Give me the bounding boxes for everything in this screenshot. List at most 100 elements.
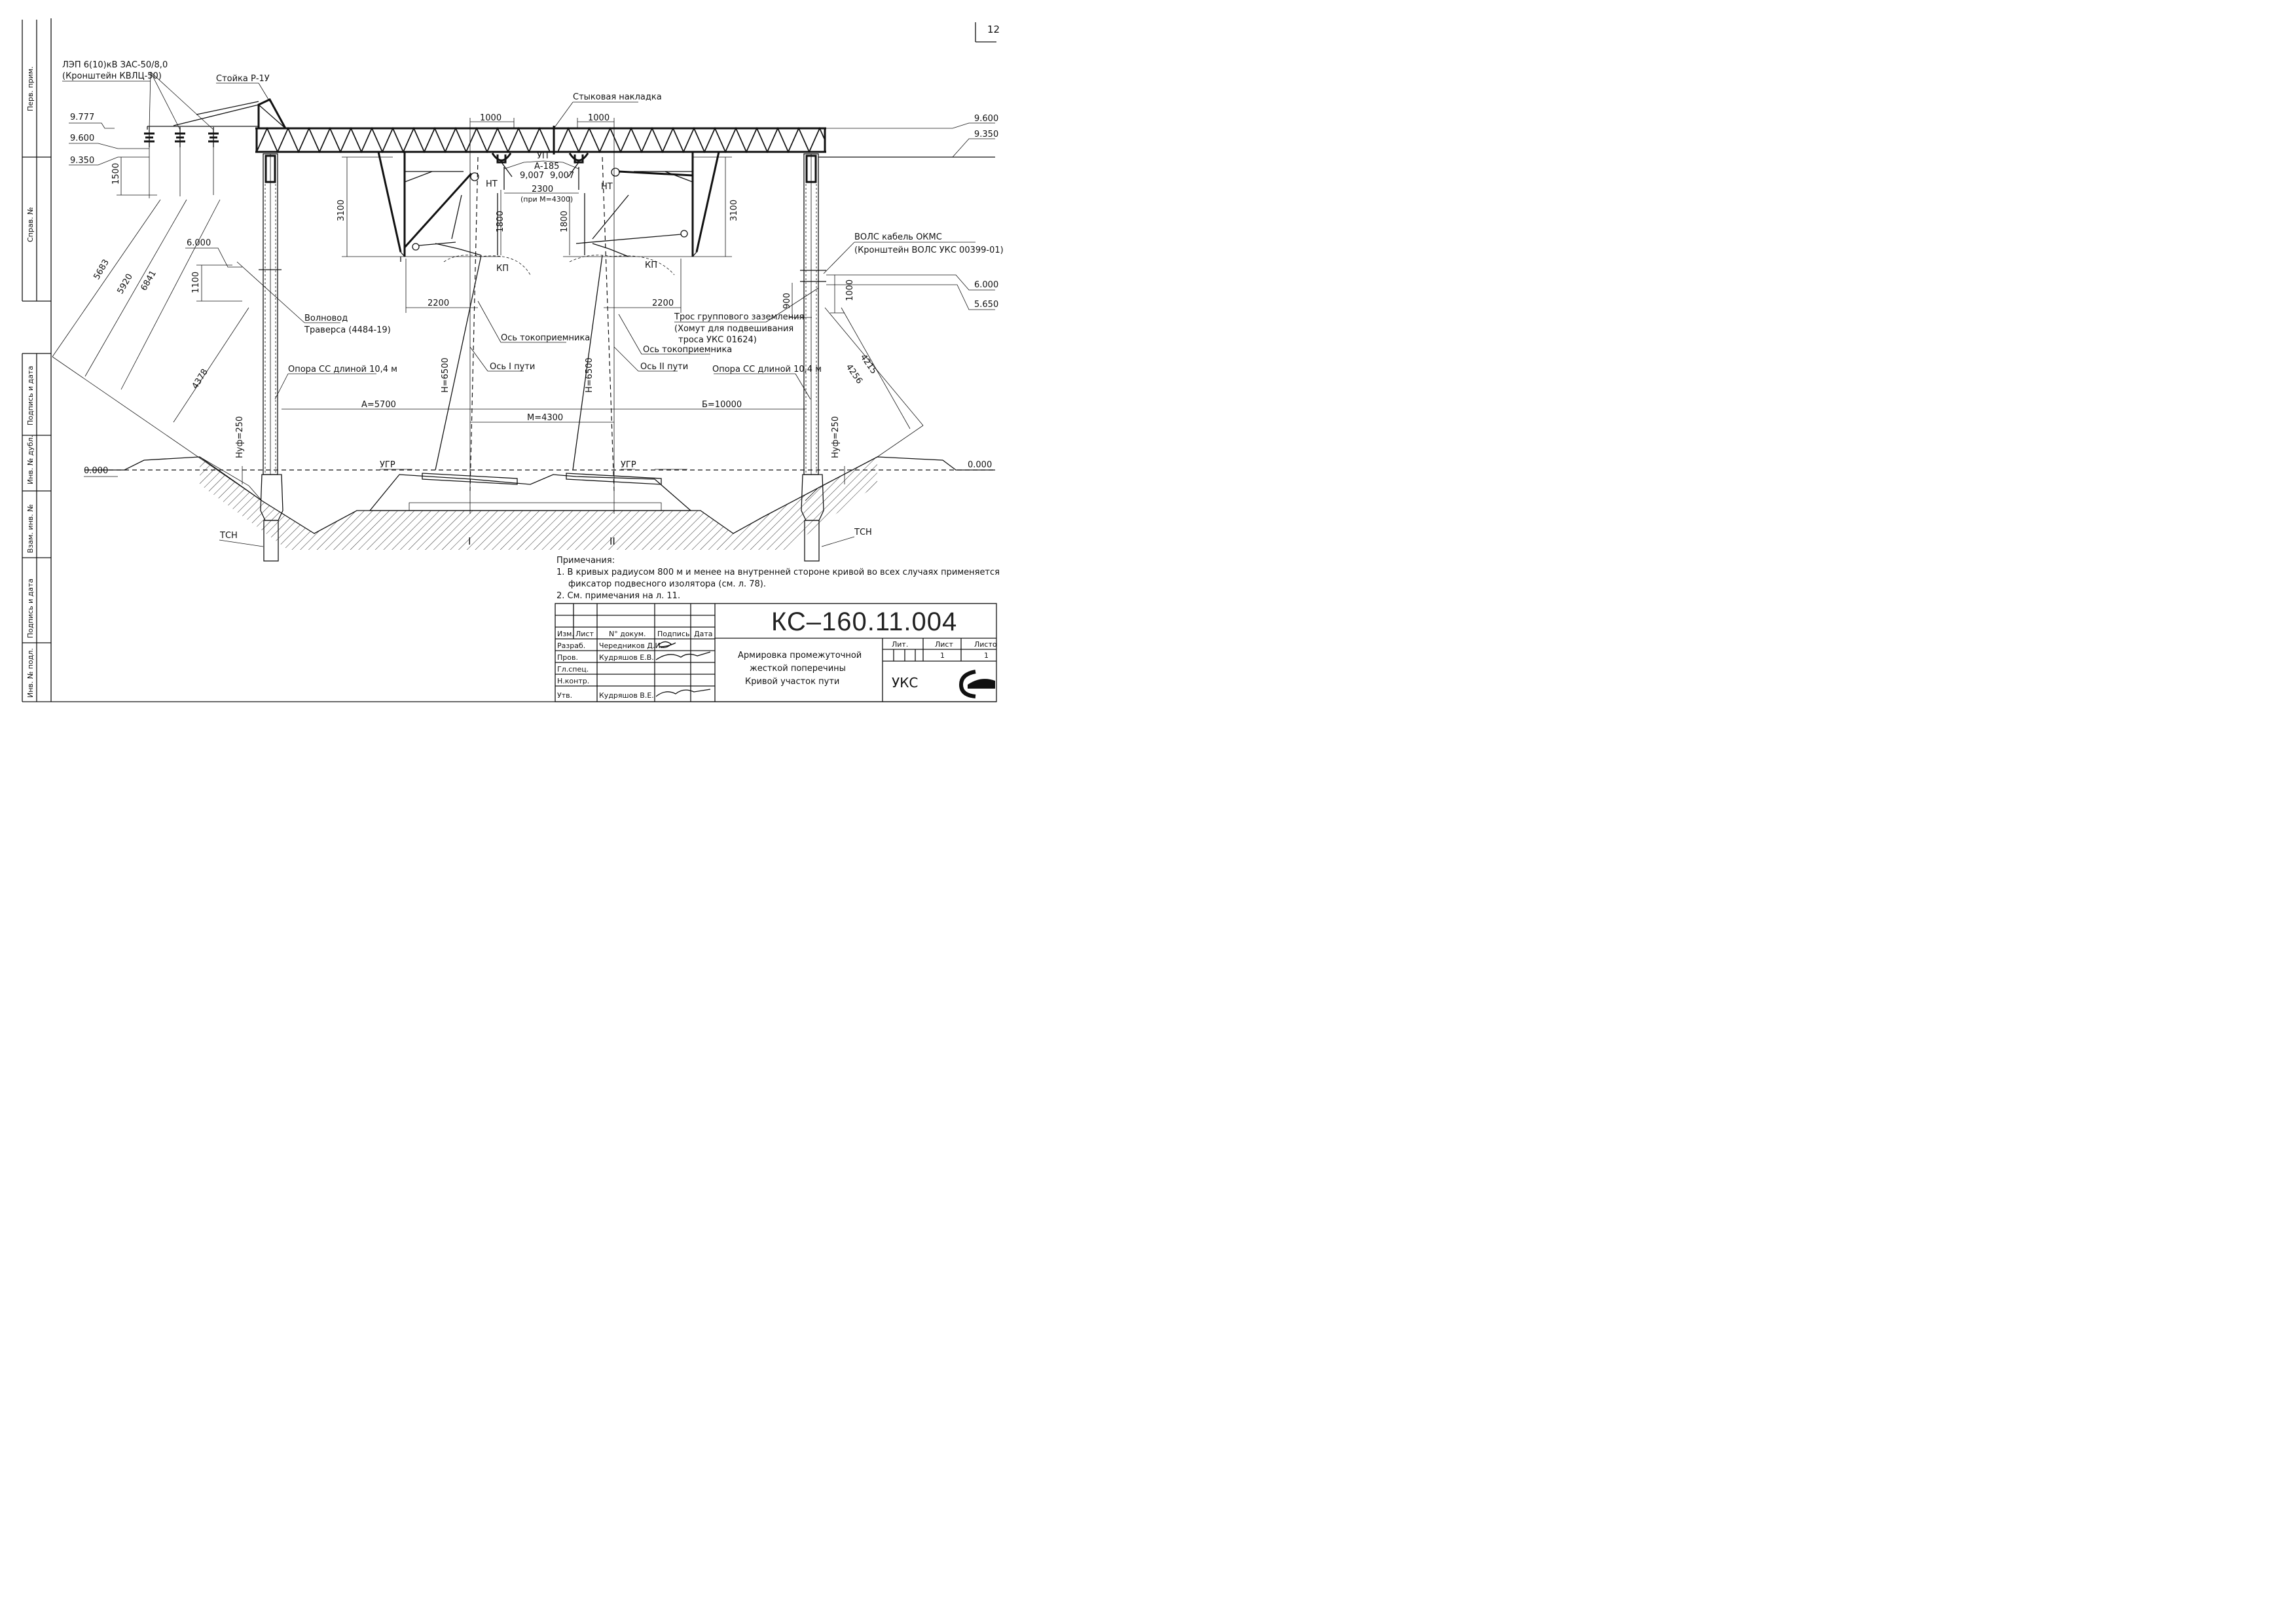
label-waveguide: Волновод [304, 314, 348, 323]
dim-4215: 4215 [858, 353, 879, 376]
elev-6000-right: 6.000 [974, 280, 998, 290]
dim-1800-left: 1800 [496, 211, 505, 232]
drawing-code: КС–160.11.004 [771, 607, 957, 636]
dim-5683: 5683 [92, 258, 111, 281]
pole-left [259, 153, 283, 562]
dim-1500: 1500 [111, 163, 121, 185]
tb-header-data: Дата [694, 630, 712, 638]
dim-1100: 1100 [191, 272, 201, 293]
tb-name-razrab: Чередников Д.И. [599, 641, 663, 650]
tb-lists-value: 1 [984, 651, 989, 660]
dimension-lines [52, 118, 924, 501]
elev-9600-right: 9.600 [974, 114, 998, 124]
dim-m4300: М=4300 [527, 413, 563, 423]
tb-lists: Листо [974, 640, 997, 649]
dim-3100-right: 3100 [729, 200, 739, 221]
tb-role-razrab: Разраб. [557, 641, 585, 650]
label-track-1: I [468, 535, 471, 547]
label-track-2: II [610, 535, 615, 547]
tb-name-prov: Кудряшов Е.В. [599, 653, 654, 662]
elev-9600-left: 9.600 [70, 134, 94, 143]
dim-6841: 6841 [139, 269, 158, 293]
cantilever-left [377, 151, 482, 262]
dim-h6500-left: Н=6500 [441, 357, 450, 393]
post-r1u [147, 98, 287, 130]
dim-3100-left: 3100 [337, 200, 346, 221]
tb-header-dokum: N° докум. [609, 630, 646, 638]
dim-5920: 5920 [115, 272, 135, 296]
label-tsn-left: ТСН [219, 531, 238, 541]
tb-role-utv: Утв. [557, 691, 572, 700]
label-lep-bracket: (Кронштейн КВЛЦ-50) [62, 71, 162, 81]
tb-list: Лист [935, 640, 953, 649]
label-ugr-left: УГР [380, 460, 395, 470]
tb-role-glspec: Гл.спец. [557, 665, 589, 674]
elev-0000-left: 0.000 [84, 466, 108, 476]
label-post-r1u: Стойка Р-1У [216, 74, 270, 84]
label-kp-left: КП [496, 264, 509, 274]
stamp-sprav: Справ. № [26, 207, 35, 242]
title-block [555, 603, 997, 702]
dim-1000-right: 1000 [588, 113, 610, 123]
stamp-inv-dubl: Инв. № дубл. [26, 435, 35, 484]
tb-header-list: Лист [575, 630, 594, 638]
dim-1800-right: 1800 [560, 211, 570, 232]
dim-9007-left: 9,007 [520, 171, 544, 181]
note-2: 2. См. примечания на л. 11. [556, 591, 680, 601]
title-line-2: жесткой поперечины [750, 664, 846, 674]
label-pantograph-axis-left: Ось токоприемника [501, 333, 590, 343]
dim-2200-right: 2200 [652, 298, 674, 308]
stamp-podpis-1: Подпись и дата [26, 366, 35, 425]
label-lep: ЛЭП 6(10)кВ ЗАС-50/8,0 [62, 60, 168, 70]
dim-1000-vols: 1000 [845, 280, 855, 301]
tb-lit: Лит. [892, 640, 908, 649]
dim-4378: 4378 [191, 367, 210, 391]
label-nt-left: НТ [486, 179, 498, 189]
elev-0000-right: 0.000 [968, 460, 992, 470]
dim-hn250-left: Нуф=250 [235, 416, 245, 458]
label-track-axis-1: Ось I пути [490, 362, 535, 372]
elev-9777: 9.777 [70, 113, 94, 122]
signatures [655, 641, 711, 697]
axes [435, 128, 615, 514]
dim-1000-left: 1000 [480, 113, 501, 123]
label-ground-clamp: (Хомут для подвешивания [674, 324, 793, 334]
note-m4300: (при М=4300) [520, 195, 573, 204]
label-track-axis-2: Ось II пути [640, 362, 688, 372]
tb-role-nkontr: Н.контр. [557, 677, 589, 685]
callout-leaders [62, 71, 975, 547]
stamp-perv-prim: Перв. прим. [26, 66, 35, 111]
label-pantograph-axis-right: Ось токоприемника [643, 345, 732, 355]
label-traverse: Траверса (4484-19) [304, 325, 391, 335]
dim-4256: 4256 [844, 363, 864, 386]
stamp-vzam-inv: Взам. инв. № [26, 504, 35, 553]
label-kp-right: КП [645, 261, 657, 270]
lep-insulators [144, 127, 219, 198]
dim-900: 900 [782, 293, 792, 309]
stamp-podpis-2: Подпись и дата [26, 579, 35, 638]
suspension-clamps [491, 153, 589, 190]
notes-title: Примечания: [556, 556, 615, 566]
label-ugr-right: УГР [621, 460, 636, 470]
dim-9007-right: 9,007 [550, 171, 574, 181]
ballast-prism [369, 473, 692, 511]
dim-h6500-right: Н=6500 [585, 357, 594, 393]
note-1a: 1. В кривых радиусом 800 м и менее на вн… [556, 568, 1000, 577]
label-pole-left: Опора СС длиной 10,4 м [288, 365, 397, 374]
label-vols-bracket: (Кронштейн ВОЛС УКС 00399-01) [854, 245, 1004, 255]
label-wire: А-185 [534, 162, 559, 171]
stamp-inv-podl: Инв. № подл. [26, 648, 35, 698]
tb-name-utv: Кудряшов В.Е. [599, 691, 654, 700]
elev-9350-left: 9.350 [70, 156, 94, 166]
label-vols-cable: ВОЛС кабель ОКМС [854, 232, 942, 242]
dim-2200-left: 2200 [428, 298, 449, 308]
tb-org: УКС [892, 675, 918, 691]
title-line-1: Армировка промежуточной [738, 651, 862, 660]
title-line-3: Кривой участок пути [745, 677, 839, 687]
label-pole-right: Опора СС длиной 10,4 м [712, 365, 822, 374]
tb-header-podpis: Подпись [657, 630, 689, 638]
tb-header-izm: Изм. [557, 630, 574, 638]
sheet-frame [22, 18, 996, 702]
organization-logo [958, 670, 995, 698]
label-ground-clamp-2: троса УКС 01624) [678, 335, 757, 345]
